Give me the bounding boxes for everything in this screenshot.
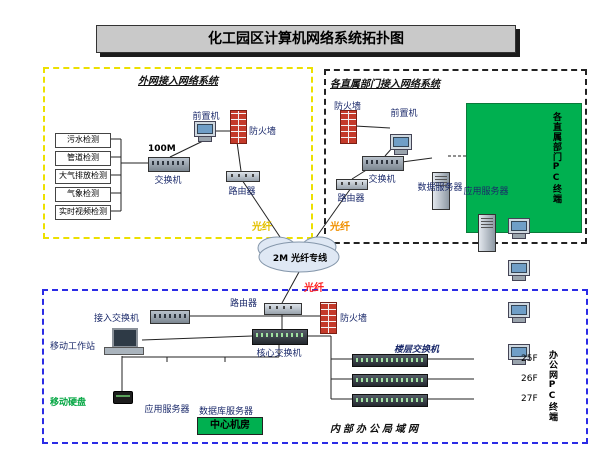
dept-frontend-pc-icon [390, 134, 412, 150]
laptop-screen [112, 328, 138, 348]
page-title: 化工园区计算机网络系统拓扑图 [96, 25, 516, 53]
lan-firewall-label: 防火墙 [340, 314, 368, 324]
floor-switch-25f-icon [352, 354, 428, 367]
dept-frontend-label: 前置机 [390, 109, 418, 119]
dept-data-server-icon [432, 172, 450, 210]
dept-pc-panel [466, 103, 582, 233]
laptop-base [104, 347, 144, 355]
lan-app-server-label: 应用服务器 [144, 405, 190, 415]
sensor-box-wastewater: 污水检测 [55, 133, 111, 148]
external-firewall-label: 防火墙 [249, 127, 277, 137]
sensor-box-pipeline: 管道检测 [55, 151, 111, 166]
access-switch-icon [150, 310, 190, 324]
sensor-box-video: 实时视频检测 [55, 205, 111, 220]
office-pc-panel-label: 办公网PC终端 [547, 350, 557, 422]
external-firewall-icon [230, 110, 247, 144]
dept-firewall-label: 防火墙 [334, 102, 362, 112]
dept-router-label: 路由器 [337, 194, 365, 204]
dept-switch-label: 交换机 [368, 175, 396, 185]
office-lan-zone [42, 289, 588, 444]
lan-db-server-label: 数据库服务器 [198, 407, 253, 417]
dept-firewall-icon [340, 110, 357, 144]
fiber-label-left: 光纤 [252, 222, 272, 233]
floor-switch-27f-icon [352, 394, 428, 407]
core-switch-icon [252, 329, 308, 345]
external-switch-icon [148, 157, 190, 172]
laptop-icon [104, 328, 144, 356]
floor-27f-label: 27F [521, 394, 538, 404]
dept-pc-icon [508, 218, 530, 234]
floor-25f-label: 25F [521, 354, 538, 364]
external-network-zone [43, 67, 313, 239]
wan-cloud-label: 2M 光纤专线 [272, 254, 328, 264]
dept-pc-icon [508, 344, 530, 360]
floor-switch-label: 楼层交换机 [394, 345, 440, 355]
sensor-box-air-emission: 大气排放检测 [55, 169, 111, 184]
dept-app-server-label: 应用服务器 [463, 187, 509, 197]
office-lan-name-label: 内部办公局域网 [330, 424, 421, 435]
dept-app-server-icon [478, 214, 496, 252]
dept-zone-title: 各直属部门接入网络系统 [330, 79, 440, 90]
access-switch-label: 接入交换机 [94, 314, 140, 324]
floor-26f-label: 26F [521, 374, 538, 384]
sensor-box-weather: 气象检测 [55, 187, 111, 202]
dept-pc-icon [508, 260, 530, 276]
external-zone-title: 外网接入网络系统 [138, 76, 218, 87]
lan-firewall-icon [320, 302, 337, 334]
external-frontend-label: 前置机 [192, 112, 220, 122]
dept-pc-icon [508, 302, 530, 318]
dept-router-icon [336, 179, 368, 190]
core-switch-label: 核心交换机 [256, 349, 302, 359]
external-switch-label: 交换机 [154, 176, 182, 186]
external-frontend-pc-icon [194, 121, 216, 137]
workstation-label: 移动工作站 [50, 342, 96, 352]
mobile-disk-label: 移动硬盘 [50, 398, 87, 408]
server-room-badge: 中心机房 [197, 417, 263, 435]
fiber-label-bottom: 光纤 [304, 283, 324, 294]
dept-switch-icon [362, 156, 404, 171]
floor-switch-26f-icon [352, 374, 428, 387]
fiber-label-right: 光纤 [330, 222, 350, 233]
bandwidth-label: 100M [148, 144, 176, 154]
dept-network-zone [324, 69, 587, 244]
lan-router-label: 路由器 [230, 299, 258, 309]
dept-pc-panel-label: 各直属部门PC终端 [551, 112, 561, 204]
mobile-disk-icon [113, 391, 133, 404]
dept-data-server-label: 数据服务器 [417, 183, 463, 193]
external-router-label: 路由器 [228, 187, 256, 197]
external-router-icon [226, 171, 260, 182]
lan-router-icon [264, 303, 302, 315]
